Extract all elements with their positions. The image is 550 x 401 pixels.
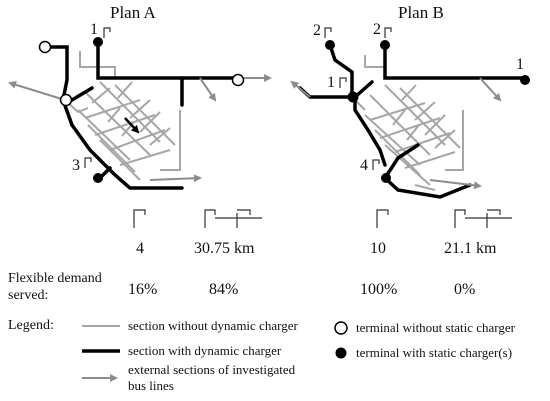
plan-a-terminal-label: 1 xyxy=(90,21,98,38)
plan-a-dynamic-length: 30.75 km xyxy=(194,240,255,257)
plan-b-terminal-filled xyxy=(325,40,335,50)
plan-b-network xyxy=(290,27,530,199)
plan-a-terminal-open xyxy=(38,40,52,54)
plan-b-flexible-demand-2: 0% xyxy=(454,281,476,298)
plan-a-title: Plan A xyxy=(110,3,156,22)
legend-item-external: external sections of investigated bus li… xyxy=(128,362,296,393)
plan-b-terminal-filled xyxy=(520,75,530,85)
legend-item-terminal-open: terminal without static charger xyxy=(356,320,515,335)
plan-b-external-sections xyxy=(290,77,502,190)
plan-b-dynamic-length: 21.1 km xyxy=(444,240,497,257)
plan-b-title: Plan B xyxy=(398,3,444,22)
plan-a-flexible-demand-1: 16% xyxy=(128,281,158,298)
plan-a-terminal-open xyxy=(59,93,73,107)
legend-terminal-filled xyxy=(335,347,347,359)
plan-a-sections-without-charger xyxy=(64,51,181,181)
plan-a-network xyxy=(8,27,272,190)
plan-a-static-charger-count: 4 xyxy=(136,240,144,257)
plan-b-terminal-label: 1 xyxy=(516,56,524,73)
plan-b-static-charger-symbol xyxy=(376,209,389,228)
plan-b-terminal-filled xyxy=(347,91,359,103)
legend-title: Legend: xyxy=(8,318,54,333)
legend-terminal-open xyxy=(334,321,348,335)
flexible-demand-label: Flexible demand served: xyxy=(8,271,102,303)
plan-b-charger-symbols xyxy=(324,27,392,170)
plan-b-dynamic-charger-symbol xyxy=(454,209,512,228)
legend-item-without-charger: section without dynamic charger xyxy=(128,318,298,333)
plan-b-terminal-label: 4 xyxy=(360,157,368,174)
plan-a-dynamic-charger-symbol xyxy=(204,209,262,228)
plan-a-terminal-open xyxy=(231,73,245,87)
legend-symbols xyxy=(82,321,348,382)
plan-b-terminal-filled xyxy=(380,40,390,50)
legend-item-terminal-filled: terminal with static charger(s) xyxy=(356,345,513,360)
plan-b-terminal-label: 2 xyxy=(313,22,321,39)
plan-b-terminal-filled xyxy=(381,173,391,183)
plan-b-sections-without-charger xyxy=(354,55,464,191)
plan-a-charger-symbols xyxy=(84,27,111,168)
plan-a-external-sections xyxy=(8,74,272,183)
plan-a-flexible-demand-2: 84% xyxy=(209,281,239,298)
plan-a-black-arrow xyxy=(124,117,140,134)
plan-b-sections-with-charger xyxy=(298,43,527,199)
plan-b-flexible-demand-1: 100% xyxy=(360,281,398,298)
summary-symbols xyxy=(133,209,512,228)
plan-b-terminal-label: 2 xyxy=(373,21,381,38)
legend-item-with-charger: section with dynamic charger xyxy=(128,343,282,358)
plan-a-terminal-label: 3 xyxy=(72,157,80,174)
plan-a-terminal-filled xyxy=(93,37,103,47)
plan-b-terminal-label: 1 xyxy=(327,74,335,91)
plan-a-static-charger-symbol xyxy=(133,209,146,228)
plan-b-static-charger-count: 10 xyxy=(370,240,386,257)
plan-a-terminal-filled xyxy=(93,173,103,183)
